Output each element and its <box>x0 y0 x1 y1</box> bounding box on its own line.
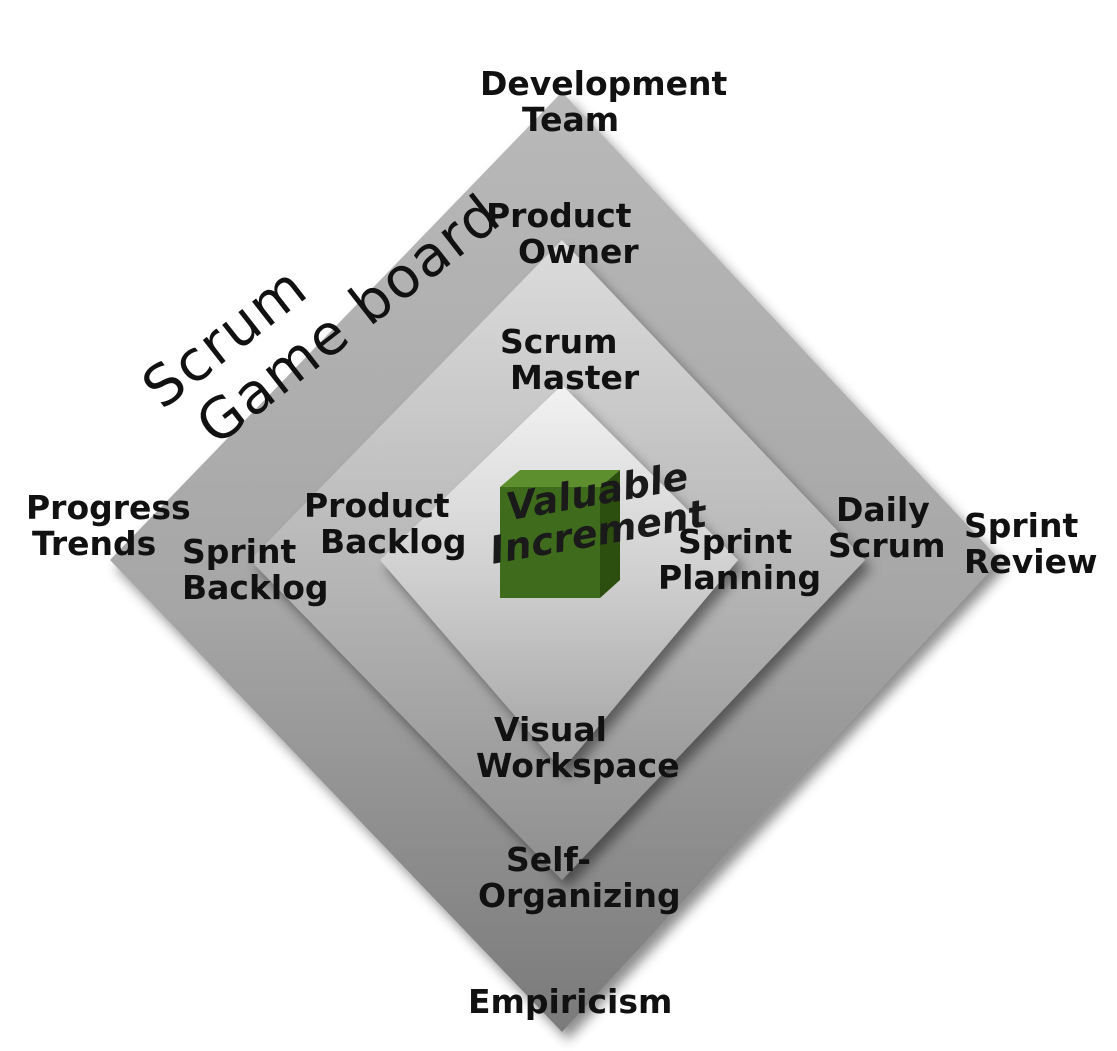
label-self-organizing: Self- Organizing <box>478 840 681 915</box>
label-product-backlog: Product Backlog <box>304 486 467 561</box>
label-daily-scrum: Daily Scrum <box>828 490 946 565</box>
label-scrum-master: Scrum Master <box>500 322 640 397</box>
label-empiricism: Empiricism <box>468 982 673 1021</box>
label-visual-workspace: Visual Workspace <box>476 710 680 785</box>
label-progress-trends: Progress Trends <box>26 488 191 563</box>
label-product-owner: Product Owner <box>486 196 639 271</box>
label-sprint-planning: Sprint Planning <box>658 522 822 597</box>
label-sprint-review: Sprint Review <box>964 506 1098 581</box>
label-sprint-backlog: Sprint Backlog <box>182 532 329 607</box>
label-development-team: Development Team <box>480 64 728 139</box>
increment-cube <box>500 470 620 598</box>
